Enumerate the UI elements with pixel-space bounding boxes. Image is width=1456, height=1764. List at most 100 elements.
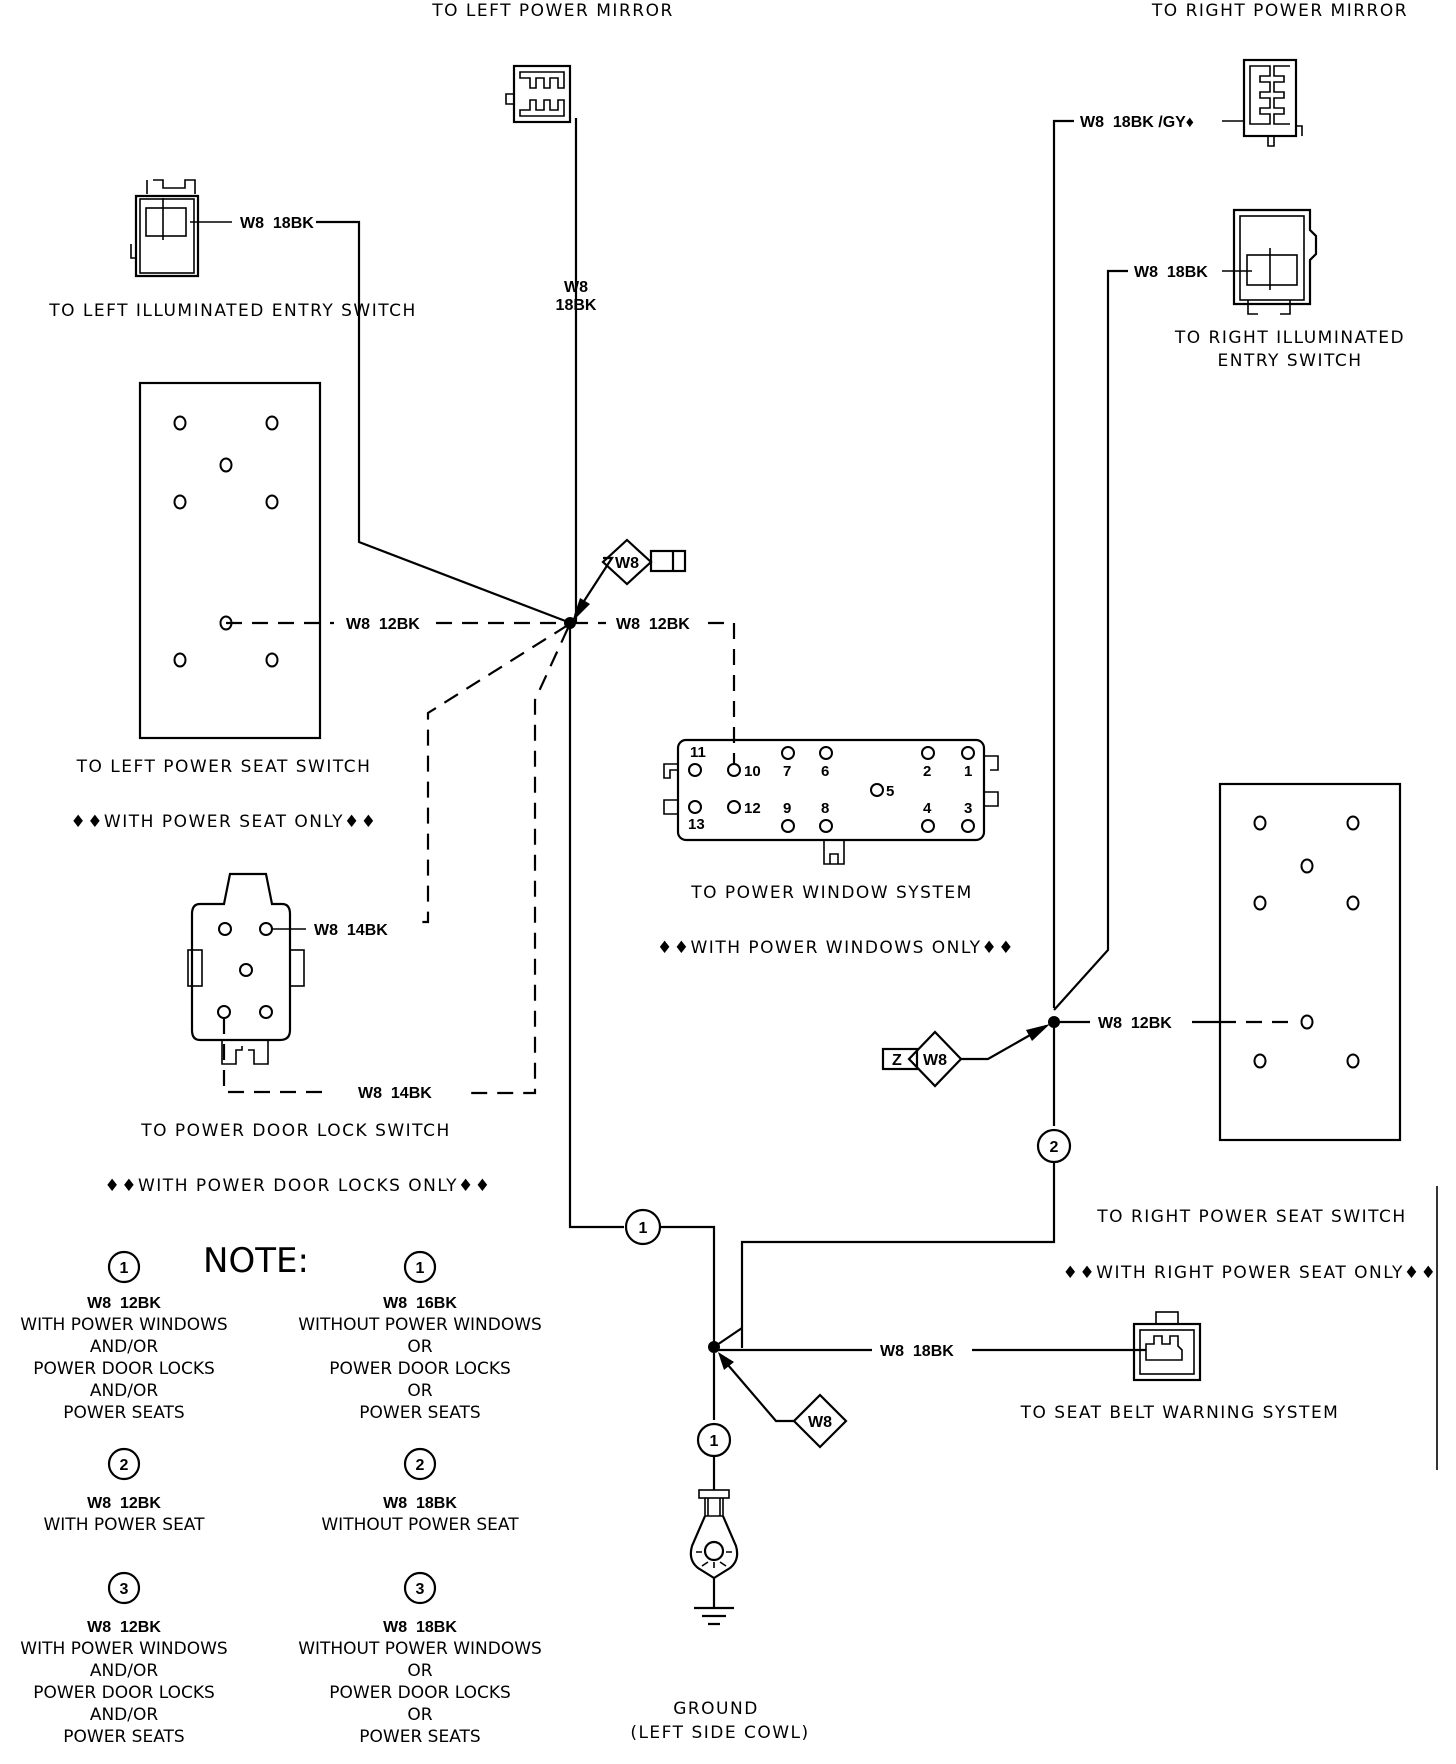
pin-3: 3 [964,800,972,817]
power-door-lock-connector [187,872,305,1065]
pin-9: 9 [783,800,791,817]
pin-13: 13 [688,816,705,833]
ground-terminal-icon [689,1489,739,1580]
svg-text:2: 2 [1050,1139,1059,1156]
right-return-wire [740,1162,1056,1348]
right-splice-lead [961,1025,1047,1061]
seat-belt-connector [1132,1311,1202,1382]
top-splice-label: W8 [615,555,639,572]
right-splice-label: W8 [923,1052,947,1069]
note-line: AND/OR [90,1381,159,1401]
window-option: ♦♦WITH POWER WINDOWS ONLY♦♦ [657,938,1015,958]
left-illum-wire [316,220,569,624]
window-label: TO POWER WINDOW SYSTEM [690,883,973,903]
right-illum-wire-label: W8 18BK [1134,264,1208,281]
door-lock-wire-label-bottom: W8 14BK [358,1085,432,1102]
svg-text:1: 1 [710,1433,719,1450]
note-ref-circle [403,1250,437,1284]
ref-circle-1-lower: 1 [696,1422,732,1458]
note-line: WITHOUT POWER WINDOWS [298,1315,542,1335]
note-wire: W8 18BK [383,1495,457,1512]
note-ref-number: 2 [416,1457,425,1474]
door-lock-wire-label-top: W8 14BK [314,922,388,939]
seat-belt-wire-label: W8 18BK [880,1343,954,1360]
note-wire: W8 12BK [87,1619,161,1636]
note-line: WITH POWER WINDOWS [20,1639,227,1659]
note-title: NOTE: [203,1241,309,1281]
right-seat-option: ♦♦WITH RIGHT POWER SEAT ONLY♦♦ [1063,1263,1438,1283]
top-splice-lead [574,556,615,616]
window-wire-label: W8 12BK [616,616,690,633]
pin-1: 1 [964,763,972,780]
door-lock-label: TO POWER DOOR LOCK SWITCH [140,1121,450,1141]
note-wire: W8 16BK [383,1295,457,1312]
note-line: AND/OR [90,1337,159,1357]
top-splice-tag: W8 [601,538,687,586]
left-mirror-connector [505,64,572,124]
right-illum-label-2: ENTRY SWITCH [1217,351,1362,371]
right-illum-label-1: TO RIGHT ILLUMINATED [1174,328,1405,348]
note-line: AND/OR [90,1661,159,1681]
note-ref-circle [107,1250,141,1284]
note-line: OR [407,1705,432,1725]
pin-8: 8 [821,800,829,817]
ground-label-1: GROUND [673,1699,759,1719]
note-ref-number: 1 [120,1260,129,1277]
bottom-splice-lead [721,1357,794,1423]
right-splice-tag: Z W8 [881,1030,963,1088]
note-ref-number: 1 [416,1260,425,1277]
ground-label-2: (LEFT SIDE COWL) [630,1723,809,1743]
note-line: AND/OR [90,1705,159,1725]
note-line: POWER SEATS [359,1727,480,1747]
note-line: OR [407,1661,432,1681]
note-ref-number: 3 [120,1581,129,1598]
pin-2: 2 [923,763,931,780]
right-power-seat-connector [1218,782,1402,1142]
note-line: POWER DOOR LOCKS [329,1683,511,1703]
right-seat-wire-label: W8 12BK [1098,1015,1172,1032]
right-illum-wire [1053,269,1128,1011]
bottom-splice-tag: W8 [792,1393,848,1449]
note-wire: W8 12BK [87,1295,161,1312]
left-illum-label: TO LEFT ILLUMINATED ENTRY SWITCH [48,301,417,321]
pin-5: 5 [886,783,894,800]
right-illuminated-entry-connector [1232,208,1318,315]
pin-6: 6 [821,763,829,780]
left-mirror-label: TO LEFT POWER MIRROR [431,1,674,21]
left-mirror-wire-label-1: W8 [564,279,588,296]
left-seat-label: TO LEFT POWER SEAT SWITCH [76,757,372,777]
right-splice-tag-label: Z [892,1052,902,1069]
note-line: POWER DOOR LOCKS [33,1359,215,1379]
door-lock-option: ♦♦WITH POWER DOOR LOCKS ONLY♦♦ [105,1176,492,1196]
pin-7: 7 [783,763,791,780]
note-line: POWER SEATS [63,1727,184,1747]
note-line: WITHOUT POWER SEAT [321,1515,519,1535]
pin-12: 12 [744,800,761,817]
right-mirror-wire [1052,119,1074,1008]
top-splice-arrow [572,598,590,622]
left-seat-option: ♦♦WITH POWER SEAT ONLY♦♦ [70,812,377,832]
note-line: OR [407,1381,432,1401]
note-line: OR [407,1337,432,1357]
note-line: WITHOUT POWER WINDOWS [298,1639,542,1659]
ref-circle-2-right: 2 [1036,1128,1072,1164]
note-ref-circle [403,1447,437,1481]
note-item: 2 W8 18BK WITHOUT POWER SEAT [321,1447,519,1535]
note-ref-number: 3 [416,1581,425,1598]
left-seat-wire-label: W8 12BK [346,616,420,633]
bottom-splice-arrow [718,1352,734,1370]
left-power-seat-connector [138,381,322,740]
svg-text:1: 1 [639,1220,648,1237]
window-wire-b [708,621,736,770]
power-window-connector: 11 10 7 6 2 1 5 13 12 9 8 4 3 [663,738,999,865]
pin-10: 10 [744,763,761,780]
door-lock-stub-bottom [222,1018,330,1094]
note-wire: W8 12BK [87,1495,161,1512]
